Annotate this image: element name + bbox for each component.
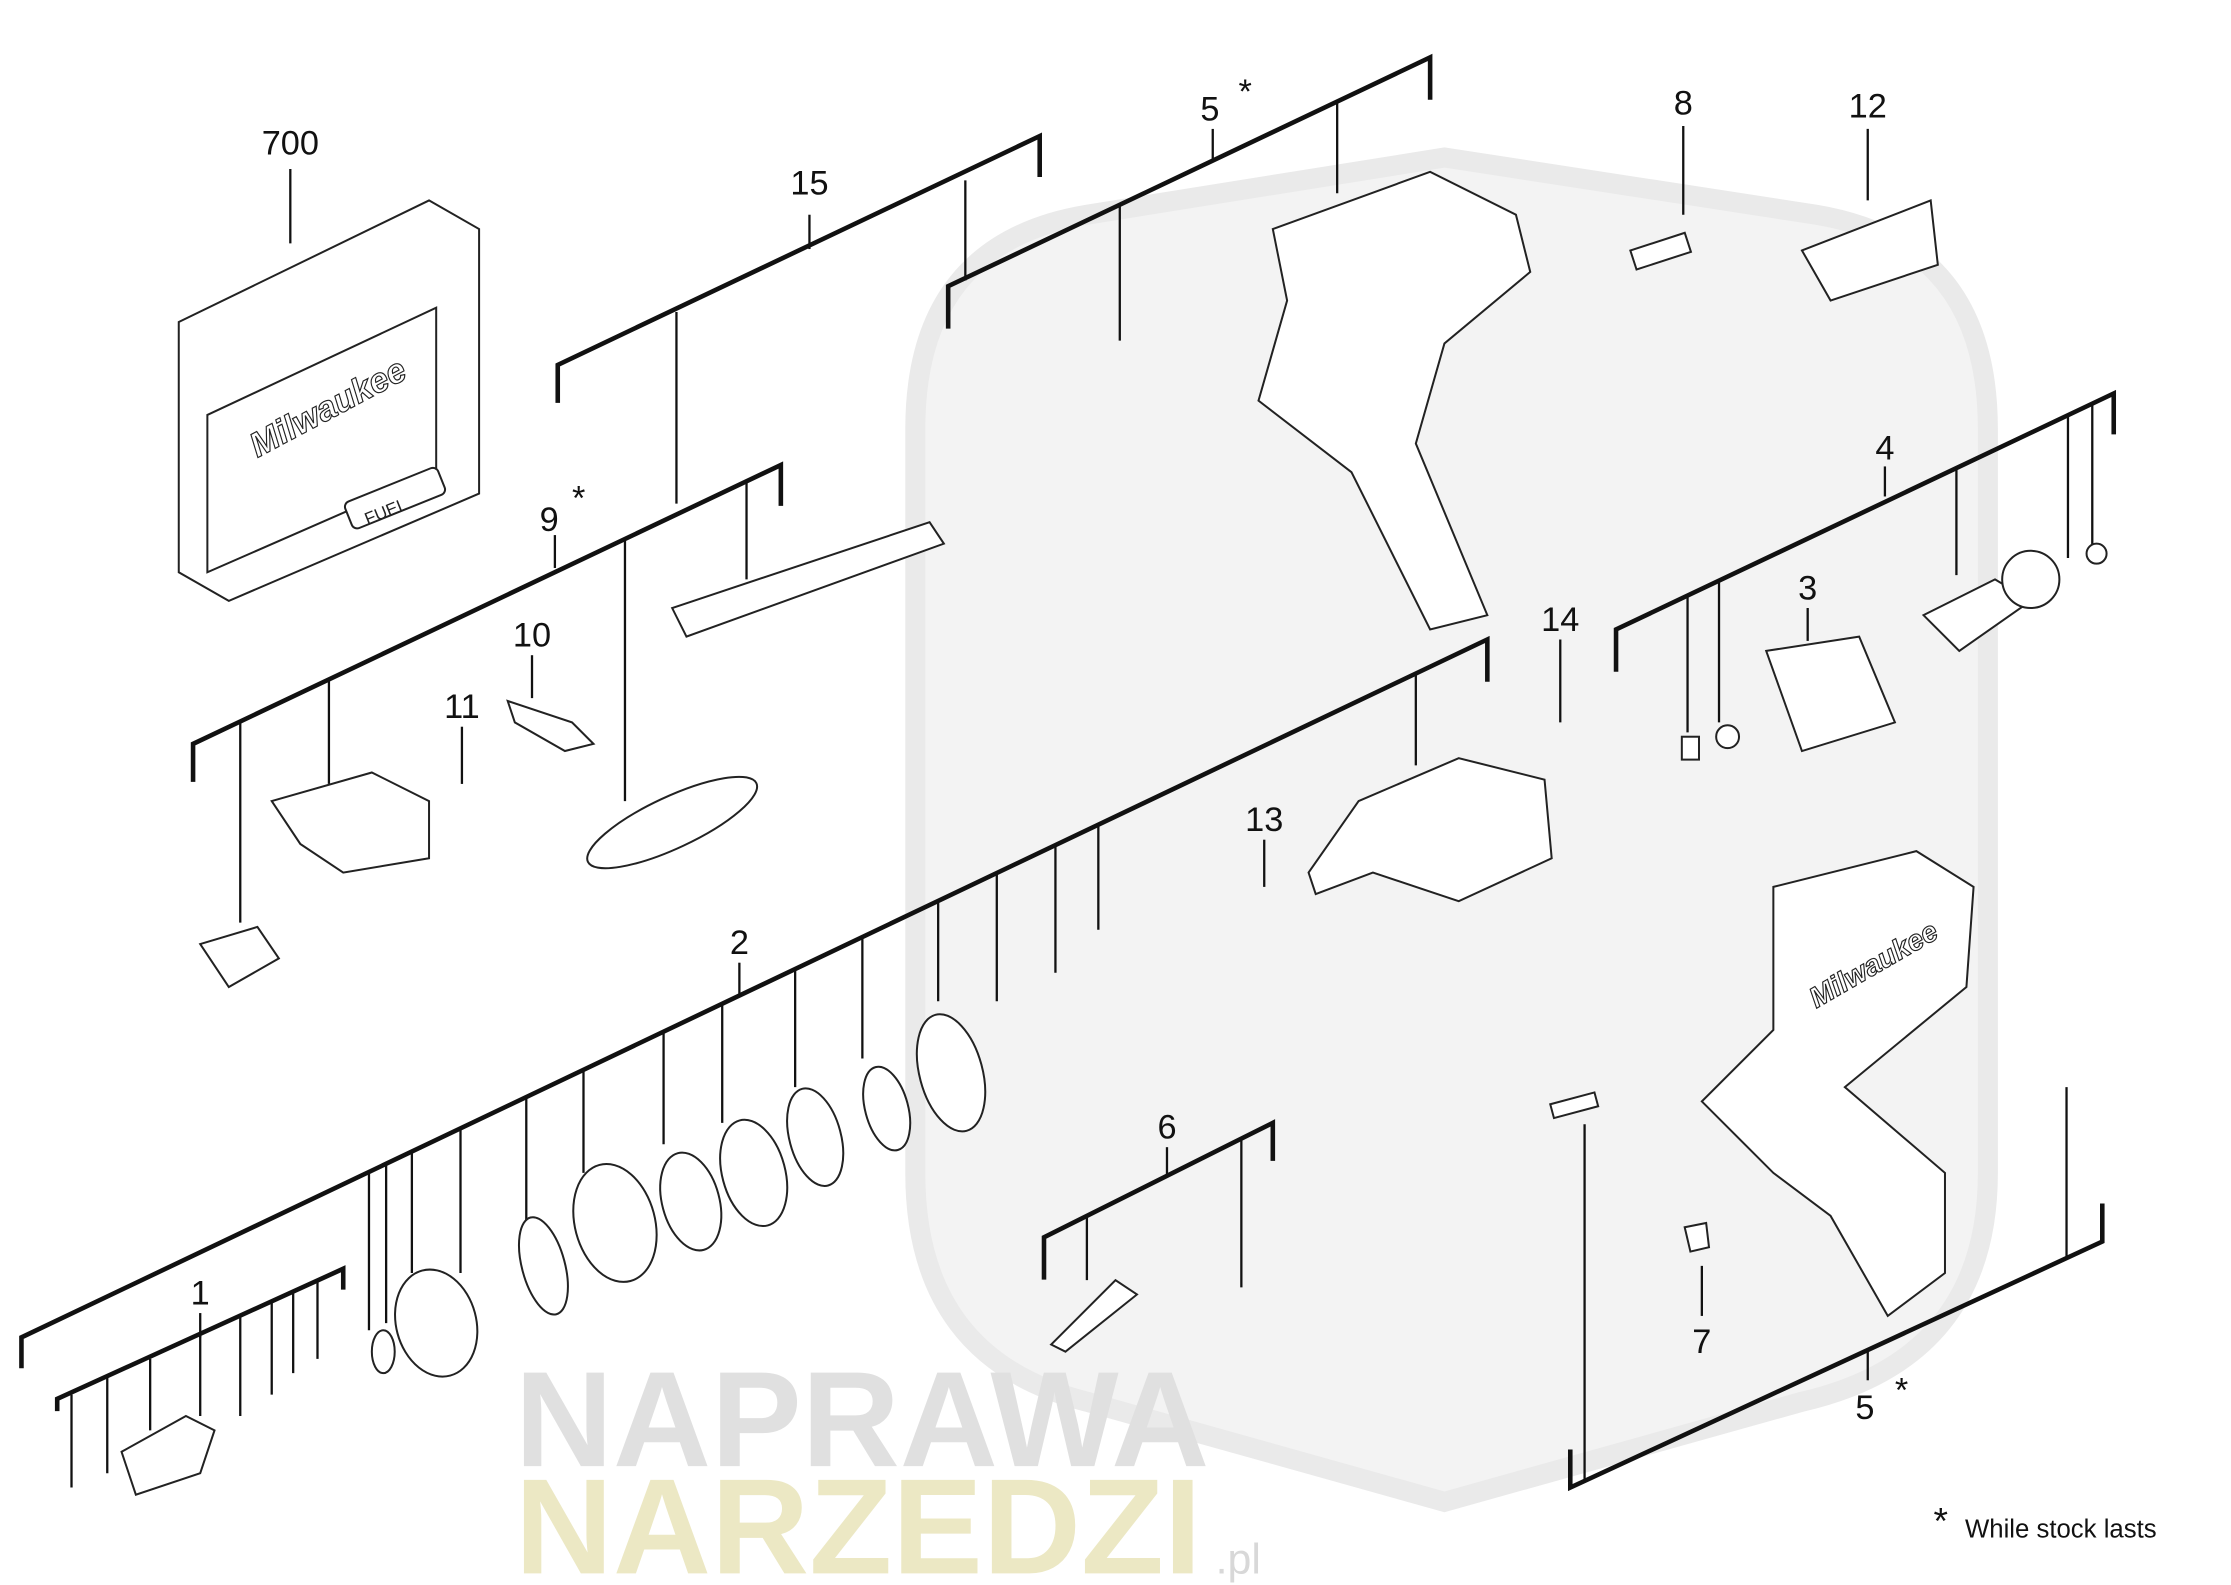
label-15: 15	[790, 165, 828, 203]
gear-plate	[518, 1216, 569, 1316]
housing-left-half	[1257, 170, 1532, 631]
led-plate	[586, 775, 759, 870]
watermark-line2: NARZEDZI	[515, 1450, 1202, 1585]
label-5-top-star: *	[1238, 73, 1251, 111]
spring-clip	[786, 1087, 845, 1187]
label-12: 12	[1849, 87, 1887, 125]
adjusting-ring	[659, 1151, 723, 1252]
bracket-6	[1041, 1119, 1276, 1288]
washer	[862, 1065, 912, 1152]
footnote-star: *	[1934, 1499, 1948, 1541]
switch	[270, 771, 431, 874]
motor-stator	[1764, 635, 1897, 753]
chuck	[120, 1414, 216, 1496]
label-10: 10	[513, 617, 551, 655]
callout-labels: 700 15 5 * 8 12 9 * 10 11 4 3 14 13 2 6 …	[191, 73, 1909, 1427]
watermark-suffix: .pl	[1216, 1535, 1261, 1583]
ring	[370, 1329, 396, 1375]
watermark: NAPRAWA NARZEDZI .pl	[515, 1343, 1261, 1585]
fan	[2001, 549, 2061, 610]
bracket-5-top	[945, 53, 1433, 341]
label-5-top: 5	[1200, 90, 1219, 128]
part-8	[1629, 231, 1693, 271]
forward-reverse-lever	[506, 699, 596, 753]
label-5-bottom: 5	[1855, 1389, 1874, 1427]
front-plate	[394, 1268, 479, 1378]
label-5-bottom-star: *	[1895, 1372, 1908, 1410]
label-3: 3	[1798, 569, 1817, 607]
terminal-block	[198, 925, 281, 989]
clip-6	[1049, 1278, 1139, 1353]
bracket-9	[190, 461, 784, 923]
gearbox-assembly	[1307, 757, 1553, 903]
label-8: 8	[1674, 85, 1693, 123]
bracket-1	[54, 1265, 346, 1488]
bracket-5-bottom	[1567, 1087, 2105, 1492]
label-2: 2	[730, 924, 749, 962]
label-14: 14	[1541, 601, 1579, 639]
label-700: 700	[262, 125, 319, 163]
label-6: 6	[1157, 1109, 1176, 1147]
clutch-spring	[719, 1118, 789, 1228]
label-12	[1800, 199, 1939, 302]
bracket-4	[1613, 389, 2117, 733]
label-11: 11	[444, 688, 480, 726]
housing-right-half	[1700, 850, 1975, 1318]
footnote: While stock lasts	[1965, 1516, 2157, 1544]
label-9-star: *	[572, 479, 585, 517]
label-4: 4	[1875, 429, 1894, 467]
bearing	[2085, 542, 2108, 565]
label-1: 1	[191, 1274, 210, 1312]
label-9: 9	[540, 501, 559, 539]
ring-gear	[915, 1013, 987, 1133]
label-7: 7	[1692, 1323, 1711, 1361]
bracket-15	[555, 132, 1042, 504]
carry-case: Milwaukee FUEL	[177, 199, 481, 602]
pinion	[1680, 735, 1700, 761]
bracket-2	[19, 635, 1490, 1369]
bearing-front	[1715, 724, 1741, 750]
watermark-line1: NAPRAWA	[515, 1343, 1209, 1495]
nameplate-7	[1683, 1221, 1711, 1253]
label-13: 13	[1245, 801, 1283, 839]
led-lens	[1549, 1091, 1600, 1120]
clutch-collar	[572, 1163, 658, 1283]
pcb-board	[670, 521, 946, 638]
